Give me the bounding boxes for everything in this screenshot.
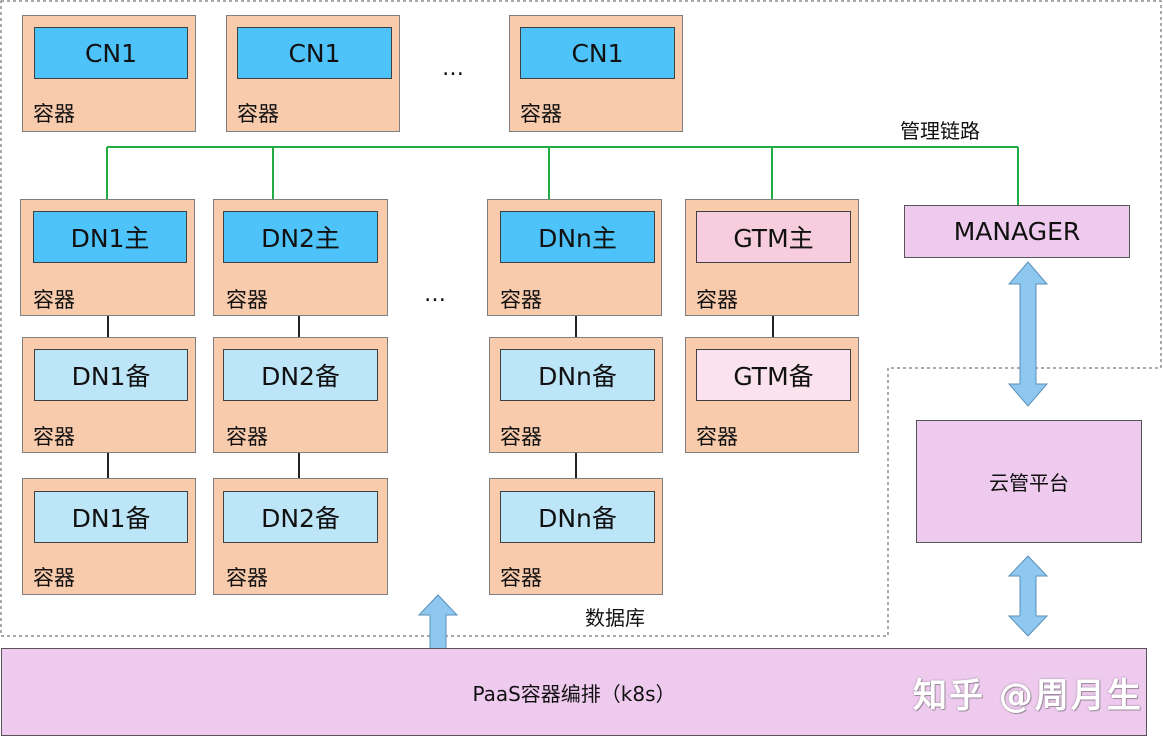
container-label: 容器	[33, 425, 75, 449]
arrow-cloud-paas	[1007, 555, 1049, 637]
dn-node-label: DNn主	[500, 211, 655, 263]
cn-container-2: CN1 容器	[226, 15, 400, 132]
dnn-primary-container: DNn主 容器	[487, 199, 662, 316]
dn1-standby1-container: DN1备 容器	[22, 337, 196, 453]
cn-container-1: CN1 容器	[22, 15, 196, 132]
gtm-node-label: GTM主	[696, 211, 851, 263]
replication-line	[107, 453, 109, 478]
container-label: 容器	[237, 102, 279, 126]
watermark: 知乎 @周月生	[913, 676, 1143, 716]
replication-line	[772, 316, 774, 337]
container-label: 容器	[33, 566, 75, 590]
replication-line	[575, 453, 577, 478]
container-label: 容器	[500, 288, 542, 312]
cn-node-label: CN1	[520, 27, 675, 79]
dn-node-label: DN2备	[223, 349, 378, 401]
dn-ellipsis: …	[424, 282, 447, 307]
dn2-standby2-container: DN2备 容器	[213, 478, 388, 595]
container-label: 容器	[696, 425, 738, 449]
container-label: 容器	[226, 566, 268, 590]
gtm-node-label: GTM备	[696, 349, 851, 401]
cn-ellipsis: …	[442, 56, 465, 81]
database-label: 数据库	[585, 606, 645, 630]
paas-orchestration-box: PaaS容器编排（k8s）	[1, 648, 1147, 736]
cn-container-3: CN1 容器	[509, 15, 683, 132]
database-boundary	[0, 0, 1162, 637]
container-label: 容器	[33, 288, 75, 312]
cloud-platform-box: 云管平台	[916, 420, 1142, 543]
dn-node-label: DN2主	[223, 211, 378, 263]
container-label: 容器	[226, 288, 268, 312]
dn-node-label: DN1备	[34, 349, 188, 401]
dn-node-label: DN1主	[33, 211, 187, 263]
dn2-standby1-container: DN2备 容器	[213, 337, 388, 453]
container-label: 容器	[33, 102, 75, 126]
replication-line	[575, 316, 577, 337]
dnn-standby2-container: DNn备 容器	[489, 478, 663, 595]
cn-node-label: CN1	[34, 27, 188, 79]
dnn-standby1-container: DNn备 容器	[489, 337, 663, 453]
dn1-standby2-container: DN1备 容器	[22, 478, 196, 595]
cn-node-label: CN1	[237, 27, 392, 79]
container-label: 容器	[696, 288, 738, 312]
arrow-manager-cloud	[1007, 261, 1049, 407]
gtm-primary-container: GTM主 容器	[685, 199, 859, 316]
paas-label: PaaS容器编排（k8s）	[472, 681, 676, 706]
management-link-label: 管理链路	[900, 119, 980, 143]
management-link	[106, 146, 1019, 205]
replication-line	[107, 316, 109, 337]
manager-box: MANAGER	[904, 205, 1130, 258]
container-label: 容器	[520, 102, 562, 126]
dn-node-label: DNn备	[500, 349, 655, 401]
replication-line	[298, 453, 300, 478]
container-label: 容器	[500, 425, 542, 449]
dn1-primary-container: DN1主 容器	[20, 199, 195, 316]
container-label: 容器	[226, 425, 268, 449]
dn-node-label: DN1备	[34, 491, 188, 543]
dn-node-label: DN2备	[223, 491, 378, 543]
gtm-standby-container: GTM备 容器	[685, 337, 859, 453]
replication-line	[298, 316, 300, 337]
dn2-primary-container: DN2主 容器	[213, 199, 388, 316]
dn-node-label: DNn备	[500, 491, 655, 543]
container-label: 容器	[500, 566, 542, 590]
